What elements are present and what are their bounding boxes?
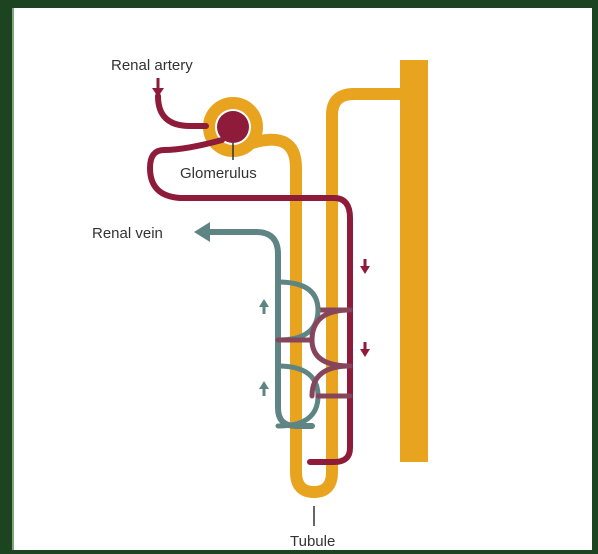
capillary-network bbox=[278, 282, 350, 426]
down-arrow-icon bbox=[360, 259, 370, 274]
renal-artery-label: Renal artery bbox=[111, 57, 193, 74]
tubule-loop bbox=[252, 94, 400, 492]
down-arrow-icon bbox=[152, 78, 164, 97]
collecting-duct bbox=[400, 60, 428, 462]
vein-arrowhead bbox=[194, 222, 210, 242]
renal-vein-label: Renal vein bbox=[92, 225, 163, 242]
glomerulus bbox=[217, 111, 249, 143]
tubule-label: Tubule bbox=[290, 533, 335, 550]
up-arrow-icon bbox=[259, 299, 269, 314]
down-arrow-icon bbox=[360, 342, 370, 357]
tubule bbox=[209, 94, 400, 492]
up-arrow-icon bbox=[259, 381, 269, 396]
glomerulus-label: Glomerulus bbox=[180, 165, 257, 182]
efferent-arteriole bbox=[150, 140, 350, 462]
afferent-arteriole bbox=[158, 96, 206, 126]
